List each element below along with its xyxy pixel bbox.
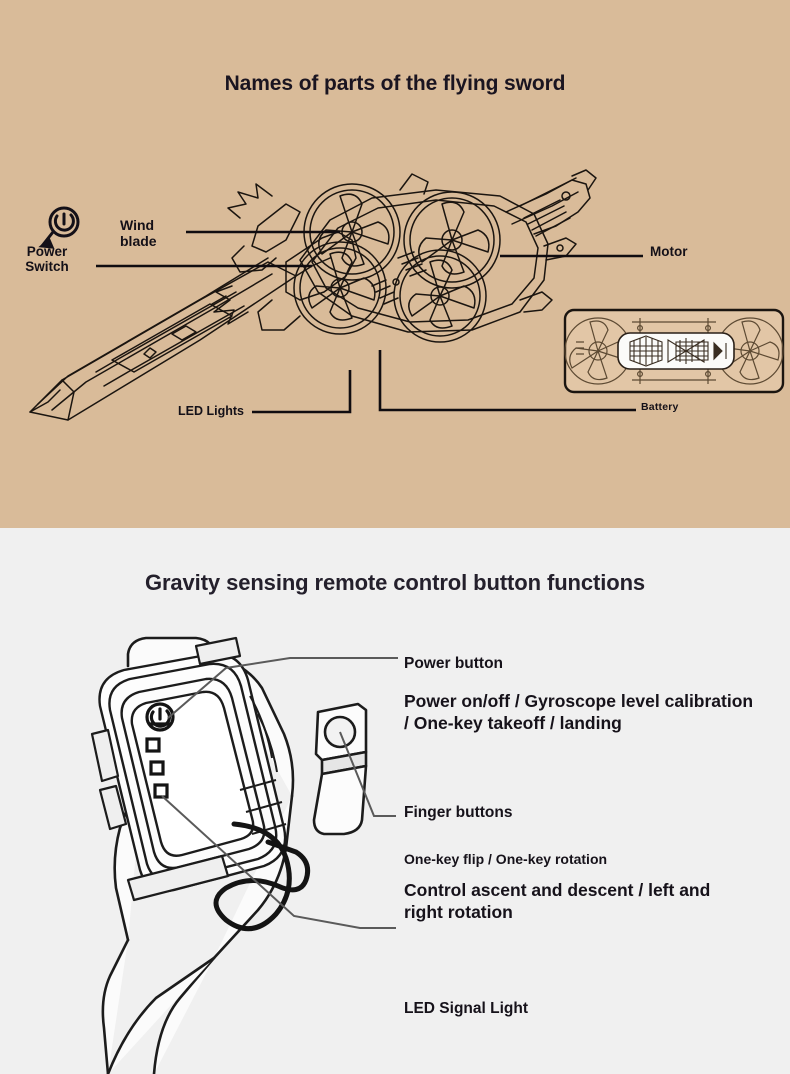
leader-led-lights [252,370,352,414]
leader-finger-buttons [339,731,396,817]
flying-sword-parts-panel: Names of parts of the flying sword [0,0,790,528]
wristband-remote-illustration [90,636,398,1074]
desc-power-button: Power on/off / Gyroscope level calibrati… [404,691,754,734]
leader-power-button [167,657,398,719]
label-power-button: Power button [404,655,504,672]
page-title-top: Names of parts of the flying sword [224,72,566,95]
label-battery: Battery [641,401,679,413]
label-led-signal-light: LED Signal Light [404,1000,528,1017]
led-indicator-lights [145,737,169,799]
leader-battery [378,350,636,412]
power-button-icon [145,702,175,732]
label-finger-buttons: Finger buttons [404,804,513,821]
label-power-switch: Power Switch [25,244,69,275]
note-finger-buttons: One-key flip / One-key rotation [404,851,608,867]
desc-finger-buttons: Control ascent and descent / left and ri… [404,880,711,923]
finger-ring-button [312,702,368,836]
label-motor: Motor [650,244,688,259]
label-wind-blade: Wind blade [120,217,157,249]
page-title-bottom: Gravity sensing remote control button fu… [144,570,646,595]
remote-control-functions-panel: Gravity sensing remote control button fu… [0,528,790,1074]
label-led-lights: LED Lights [178,404,244,418]
leader-led-signal-light [161,795,396,929]
